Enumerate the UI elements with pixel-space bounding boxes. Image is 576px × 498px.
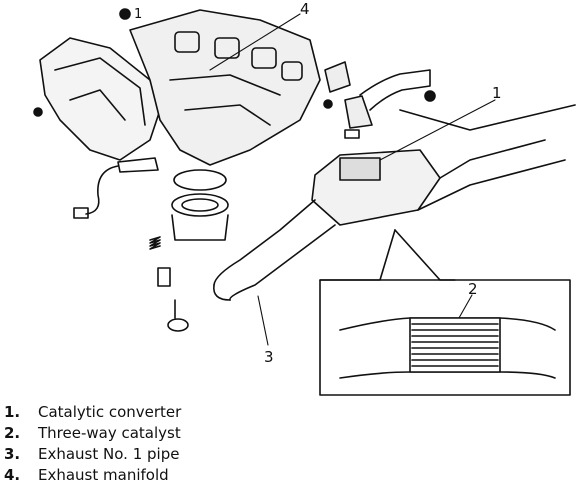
- spring-bolts: [149, 236, 189, 332]
- callout-3: 3: [264, 348, 274, 366]
- catalytic-converter: [311, 104, 576, 226]
- legend-item: 3.Exhaust No. 1 pipe: [4, 445, 180, 463]
- callout-bolt: 1: [134, 7, 142, 22]
- three-way-catalyst: [409, 317, 501, 373]
- callout-4: 4: [300, 0, 310, 18]
- legend-item: 2.Three-way catalyst: [4, 424, 181, 442]
- parts-legend: 1.Catalytic converter 2.Three-way cataly…: [4, 402, 181, 486]
- manifold-flange: [171, 169, 229, 241]
- legend-item: 1.Catalytic converter: [4, 403, 182, 421]
- hanger-bracket: [323, 61, 436, 139]
- exhaust-pipe: [213, 199, 336, 301]
- exhaust-manifold: [119, 8, 321, 166]
- exhaust-system-diagram: 1 2 3 4 1: [33, 0, 576, 396]
- detail-inset: [319, 229, 571, 396]
- legend-item: 4.Exhaust manifold: [4, 466, 169, 484]
- callout-1: 1: [492, 84, 502, 102]
- callout-2: 2: [468, 280, 478, 298]
- oxygen-sensor: [73, 157, 159, 219]
- heat-shield: [33, 37, 161, 161]
